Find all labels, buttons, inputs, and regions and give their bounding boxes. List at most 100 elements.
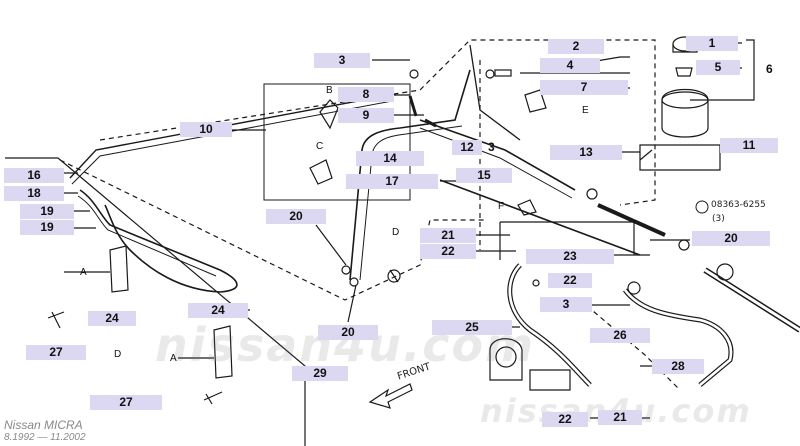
bolt-27a [47,311,65,329]
clip-f [517,199,537,216]
bolt-ref-circle [695,200,709,214]
letter-e: E [582,105,589,116]
hose-9 [424,118,437,128]
callout-16[interactable]: 16 [4,168,64,183]
callout-10[interactable]: 10 [180,122,232,137]
rack-pipe-23 [439,179,641,256]
leaders-5 [315,224,357,323]
letter-b: B [326,85,333,96]
callout-28[interactable]: 28 [652,359,704,374]
callout-22-b[interactable]: 22 [548,273,592,288]
pump-bracket [529,369,571,391]
letter-f: F [498,201,505,212]
clamp-3b [627,281,641,295]
washer-4 [485,69,495,79]
footer-dates: 8.1992 — 11.2002 [4,432,86,443]
callout-20-c[interactable]: 20 [692,231,770,246]
callout-2[interactable]: 2 [548,39,604,54]
callout-5[interactable]: 5 [696,60,740,75]
return-tube [69,94,391,179]
hose-26-inner [623,289,733,386]
callout-9[interactable]: 9 [338,108,394,123]
callout-24-b[interactable]: 24 [188,303,248,318]
strainer-5 [675,67,693,77]
callout-20-a[interactable]: 20 [266,209,326,224]
letter-c: C [316,141,324,152]
callout-22-a[interactable]: 22 [420,244,476,259]
group-6-bracket [690,39,755,101]
callout-11[interactable]: 11 [720,138,778,153]
gear-housing-inner [704,268,800,332]
dashed-route-3 [579,299,681,391]
bolt-4 [494,69,512,77]
callout-14[interactable]: 14 [356,151,424,166]
bolt-27b [203,391,223,405]
letter-a-2: A [170,353,177,364]
bracket-24b [213,325,233,379]
line-12 [469,44,521,141]
clip-d [389,269,399,283]
front-arrow [368,383,413,409]
callout-27-a[interactable]: 27 [26,345,86,360]
callout-1[interactable]: 1 [686,36,738,51]
dashed-route-2 [59,159,485,301]
callout-3-bottom[interactable]: 3 [540,297,592,312]
cooler-tube-inner [77,195,217,277]
callout-4[interactable]: 4 [540,58,600,73]
callout-21-a[interactable]: 21 [420,228,476,243]
bolt-ref-code: 08363-6255 [711,200,766,210]
label-12-suffix: 3 [488,140,495,154]
reservoir-top [661,91,709,109]
hose-25-inner [508,264,591,386]
hose-13 [419,119,576,191]
callout-25[interactable]: 25 [432,320,512,335]
clamp-22 [532,279,540,287]
callout-29[interactable]: 29 [292,366,348,381]
clamp-13 [586,188,598,200]
reservoir-tank [661,89,709,138]
callout-19-a[interactable]: 19 [20,204,74,219]
letter-d-2: D [114,349,122,360]
callout-17[interactable]: 17 [346,174,438,189]
clamp-20b [341,265,351,275]
callout-18[interactable]: 18 [4,186,64,201]
bolt-ref-qty: (3) [712,214,725,224]
callout-20-b[interactable]: 20 [318,325,378,340]
callout-24-a[interactable]: 24 [88,311,136,326]
callout-23[interactable]: 23 [526,249,614,264]
hose-13b [419,127,573,199]
gear-valve [716,263,734,281]
reservoir-bracket-11 [639,144,721,171]
callout-22-c[interactable]: 22 [542,412,588,427]
bolt-ref [639,149,653,161]
clip-c [309,159,333,185]
callout-7[interactable]: 7 [540,80,628,95]
callout-8[interactable]: 8 [338,87,394,102]
hose-8 [408,95,418,117]
callout-13[interactable]: 13 [550,145,622,160]
return-tube-inner [71,100,393,185]
callout-19-b[interactable]: 19 [20,220,74,235]
callout-21-b[interactable]: 21 [598,410,642,425]
callout-26[interactable]: 26 [590,328,650,343]
letter-a-1: A [80,267,87,278]
group-29-bracket [5,157,306,446]
footer-model: Nissan MICRA [4,418,83,432]
callout-3-top[interactable]: 3 [314,53,370,68]
pump [489,338,523,381]
clip-d-ring [387,269,401,283]
letter-d-1: D [392,227,400,238]
callout-27-b[interactable]: 27 [90,395,162,410]
bracket-24a [109,245,129,293]
clamp-20 [678,239,690,251]
clip-e [524,89,547,113]
washer-3 [409,69,419,79]
pressure-line-17 [349,69,471,281]
callout-12[interactable]: 12 [452,140,482,155]
label-6: 6 [766,62,773,76]
cooler-tube [79,189,238,293]
clamp-20c [349,277,359,287]
callout-15[interactable]: 15 [456,168,512,183]
pump-pulley [495,346,517,368]
